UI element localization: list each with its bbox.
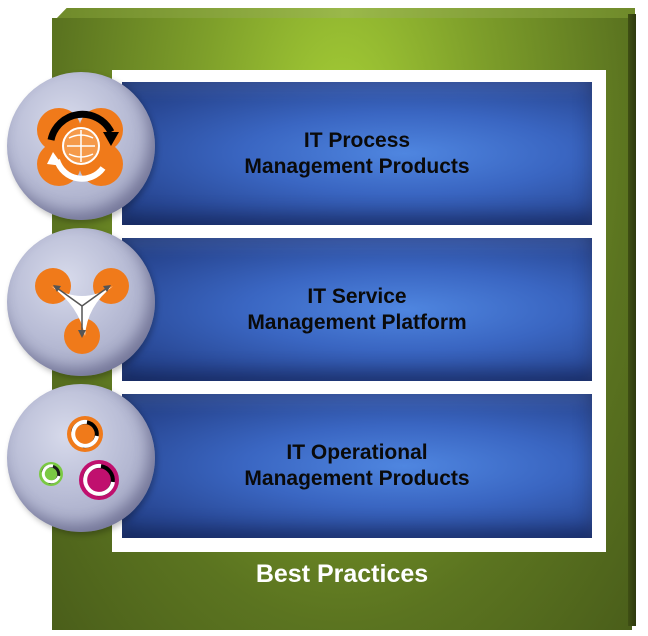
layer-title-line1: IT Service [307,284,407,308]
box-side-edge [628,14,636,626]
layer-title-line2: Management Products [244,154,470,178]
layer-title-line1: IT Operational [286,441,428,464]
layer-it-operational: IT Operational Management Products [122,394,592,538]
layer-title-line2: Management Platform [247,310,467,334]
layer-title-line1: IT Process [303,128,411,152]
service-triad-icon [7,228,155,376]
layer-it-process: IT Process Management Products [122,82,592,225]
box-top-edge [55,8,635,20]
best-practices-label: Best Practices [255,560,429,588]
process-cycle-icon [7,72,155,220]
operations-cycles-icon [7,384,155,532]
layer-title-line2: Management Products [244,467,470,490]
layer-it-service: IT Service Management Platform [122,238,592,381]
